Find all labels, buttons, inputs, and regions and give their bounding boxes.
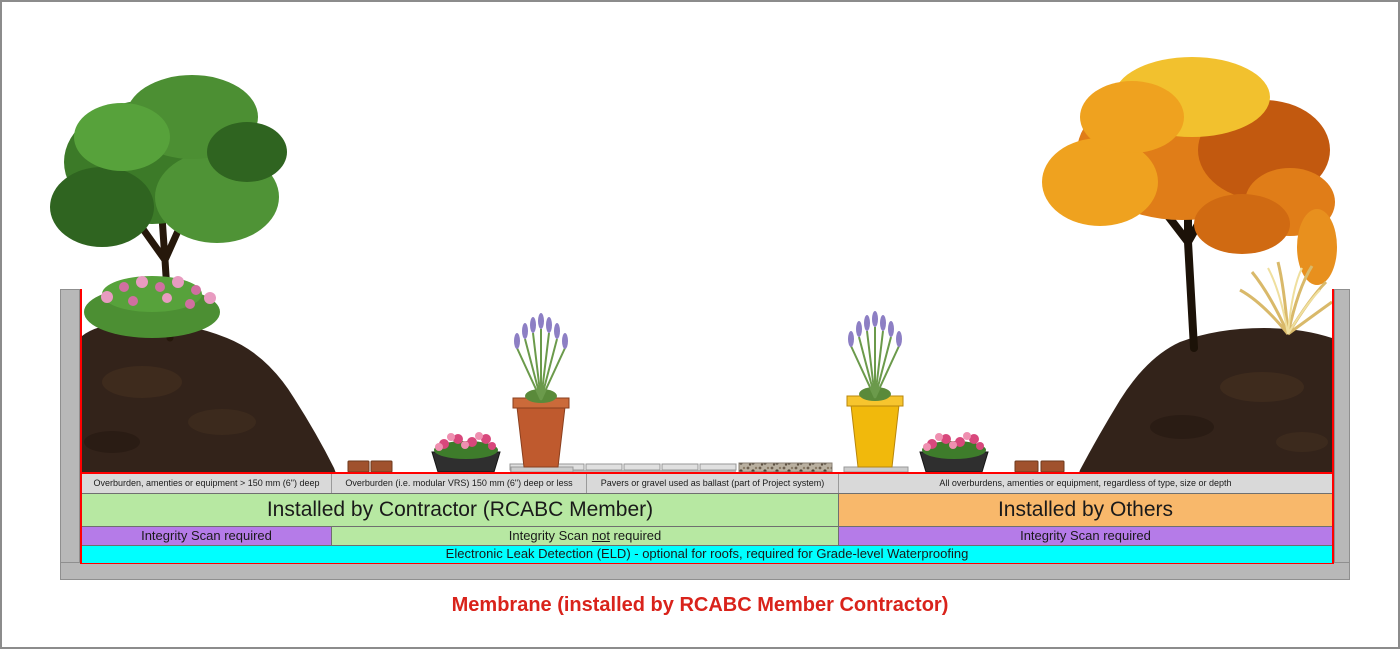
legend-bands: Overburden, amenties or equipment > 150 … [80, 472, 1334, 564]
right-parapet-wall [1334, 289, 1350, 572]
right-autumn-tree [1042, 57, 1337, 352]
membrane-line-right [1332, 289, 1334, 474]
installed-row: Installed by Contractor (RCABC Member) I… [82, 493, 1332, 526]
installed-by-contractor-band: Installed by Contractor (RCABC Member) [82, 494, 839, 526]
scan-not-required-band: Integrity Scan not required [332, 527, 839, 545]
integrity-scan-row: Integrity Scan required Integrity Scan n… [82, 526, 1332, 545]
label-all-overburdens: All overburdens, amenties or equipment, … [939, 478, 1232, 488]
installed-by-others-band: Installed by Others [839, 494, 1332, 526]
membrane-line-left [80, 289, 82, 474]
wood-blocks-left [347, 460, 393, 473]
left-parapet-wall [60, 289, 80, 572]
scan-mid-not: not [591, 528, 610, 543]
overburden-strip: Overburden, amenties or equipment > 150 … [82, 474, 1332, 493]
yellow-lavender-pot [843, 310, 909, 473]
eld-band: Electronic Leak Detection (ELD) - option… [82, 545, 1332, 563]
wood-blocks-right [1014, 460, 1065, 473]
flower-planter-left [431, 431, 501, 473]
soil-mound-left [82, 321, 337, 476]
ornamental-grass [1239, 261, 1333, 336]
gravel-ballast [738, 462, 833, 473]
scan-required-right-band: Integrity Scan required [839, 527, 1332, 545]
soil-mound-right [1078, 328, 1332, 476]
terracotta-lavender-pot [510, 312, 574, 473]
label-overburden-shallow: Overburden (i.e. modular VRS) 150 mm (6"… [332, 474, 587, 493]
flower-planter-right [919, 431, 989, 473]
pink-shrub [84, 276, 220, 338]
label-pavers-ballast: Pavers or gravel used as ballast (part o… [587, 474, 839, 493]
scan-required-left-band: Integrity Scan required [82, 527, 332, 545]
left-tree [50, 75, 287, 342]
base-slab [60, 562, 1350, 580]
label-overburden-deep: Overburden, amenties or equipment > 150 … [82, 474, 332, 493]
membrane-title: Membrane (installed by RCABC Member Cont… [451, 594, 949, 616]
scan-mid-pre: Integrity Scan [508, 528, 592, 543]
scan-mid-post: required [609, 528, 662, 543]
